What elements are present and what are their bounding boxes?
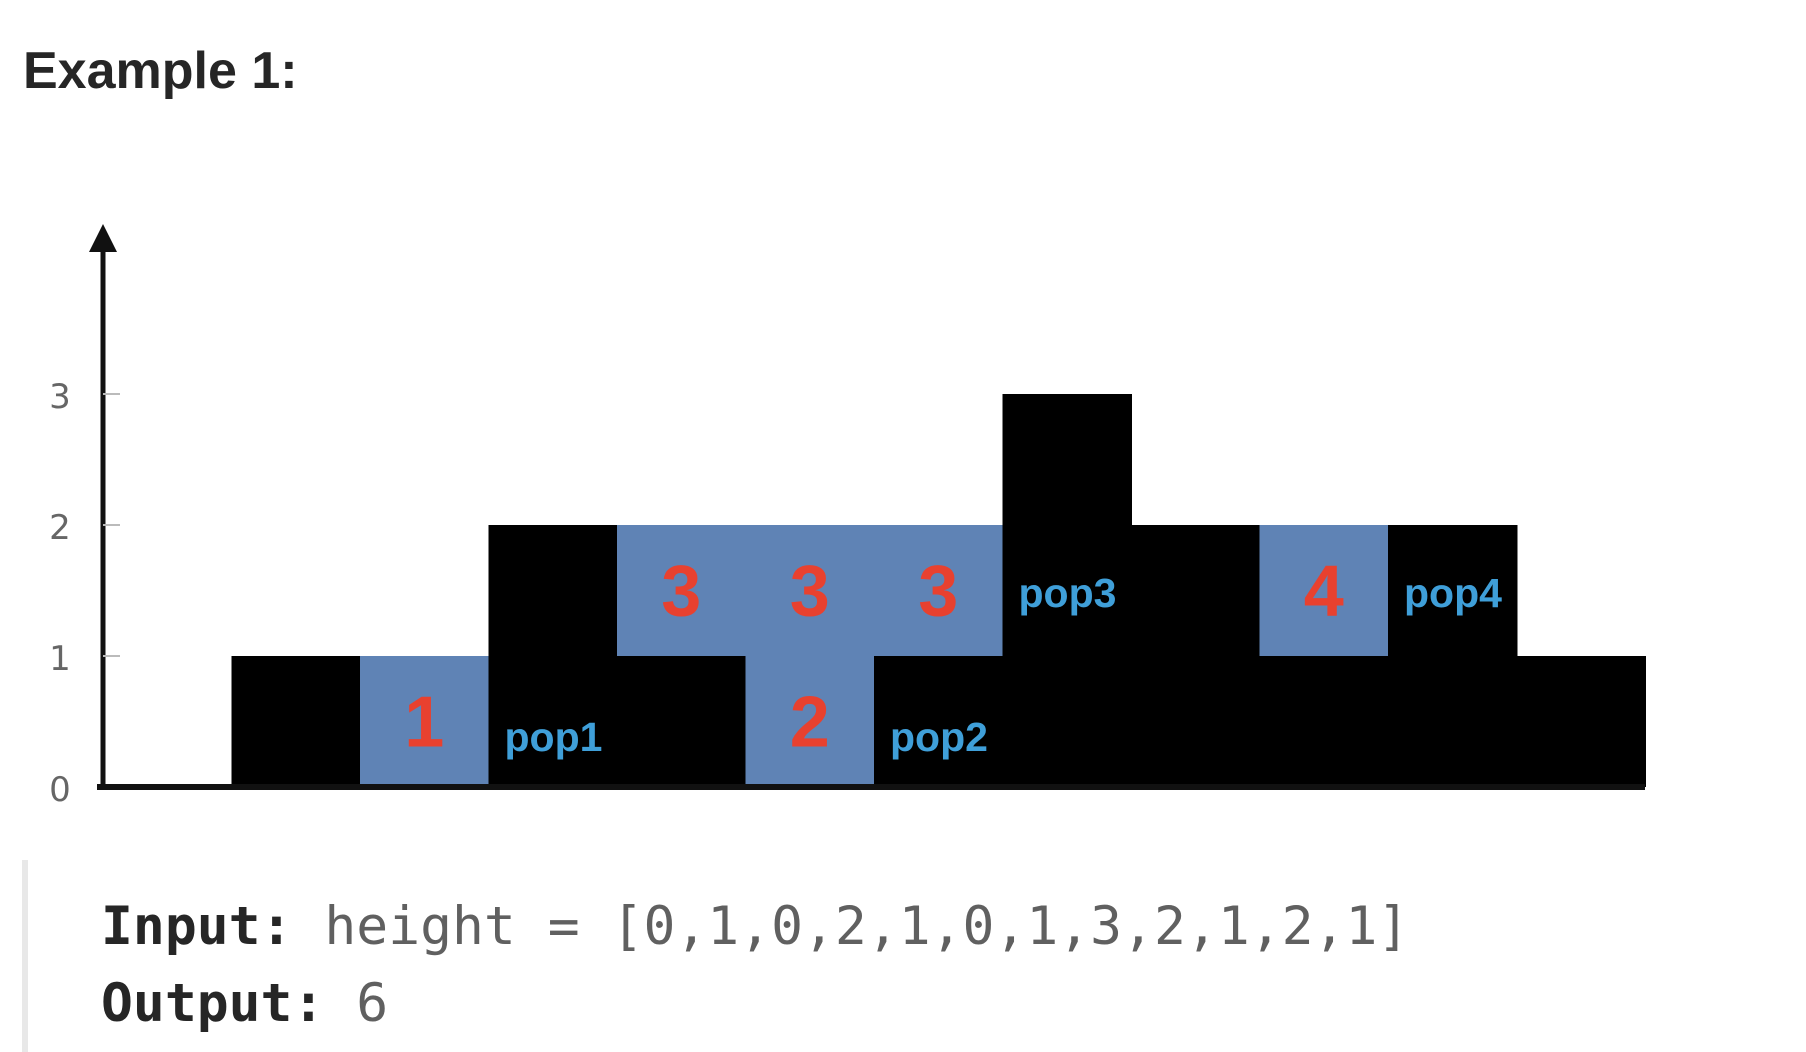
height-bar-4 — [617, 656, 747, 787]
height-bar-3 — [488, 525, 618, 787]
water-number-0: 1 — [404, 683, 444, 763]
input-line: Input: height = [0,1,0,2,1,0,1,3,2,1,2,1… — [101, 896, 1409, 957]
water-cell-3 — [874, 525, 1003, 656]
y-tick-label-2: 2 — [49, 508, 71, 548]
y-axis-arrow-icon — [89, 224, 117, 252]
height-bar-10 — [1388, 525, 1518, 787]
pop-label-3: pop4 — [1404, 570, 1502, 616]
pop-label-0: pop1 — [505, 714, 603, 760]
y-tick-label-0: 0 — [49, 770, 71, 810]
water-number-3: 3 — [918, 552, 958, 632]
pop-label-1: pop2 — [890, 714, 988, 760]
input-value: height = [0,1,0,2,1,0,1,3,2,1,2,1] — [324, 896, 1410, 957]
height-bar-6 — [874, 656, 1004, 787]
y-tick-label-3: 3 — [49, 377, 71, 417]
water-number-4: 2 — [790, 683, 830, 763]
water-cell-1 — [617, 525, 746, 656]
water-number-5: 4 — [1304, 552, 1344, 632]
height-bar-8 — [1131, 525, 1261, 787]
output-value: 6 — [356, 973, 389, 1034]
water-cell-2 — [745, 525, 874, 656]
water-number-1: 3 — [661, 552, 701, 632]
pop-label-2: pop3 — [1019, 570, 1117, 616]
water-cell-5 — [1259, 525, 1388, 656]
water-number-2: 3 — [790, 552, 830, 632]
height-bar-11 — [1516, 656, 1646, 787]
example-code-block: Input: height = [0,1,0,2,1,0,1,3,2,1,2,1… — [22, 860, 1422, 1052]
input-label: Input: — [101, 896, 293, 957]
water-cell-0 — [360, 656, 489, 787]
output-line: Output: 6 — [101, 973, 388, 1034]
output-label: Output: — [101, 973, 325, 1034]
example-heading: Example 1: — [23, 42, 298, 100]
height-bar-9 — [1259, 656, 1389, 787]
height-bar-1 — [231, 656, 361, 787]
y-tick-label-1: 1 — [49, 639, 71, 679]
height-bar-7 — [1002, 394, 1132, 787]
water-cell-4 — [745, 656, 874, 787]
trapping-rain-water-diagram: 0 1 2 3 1 3 3 3 2 4 pop1 pop2 pop3 pop4 — [49, 224, 1646, 810]
